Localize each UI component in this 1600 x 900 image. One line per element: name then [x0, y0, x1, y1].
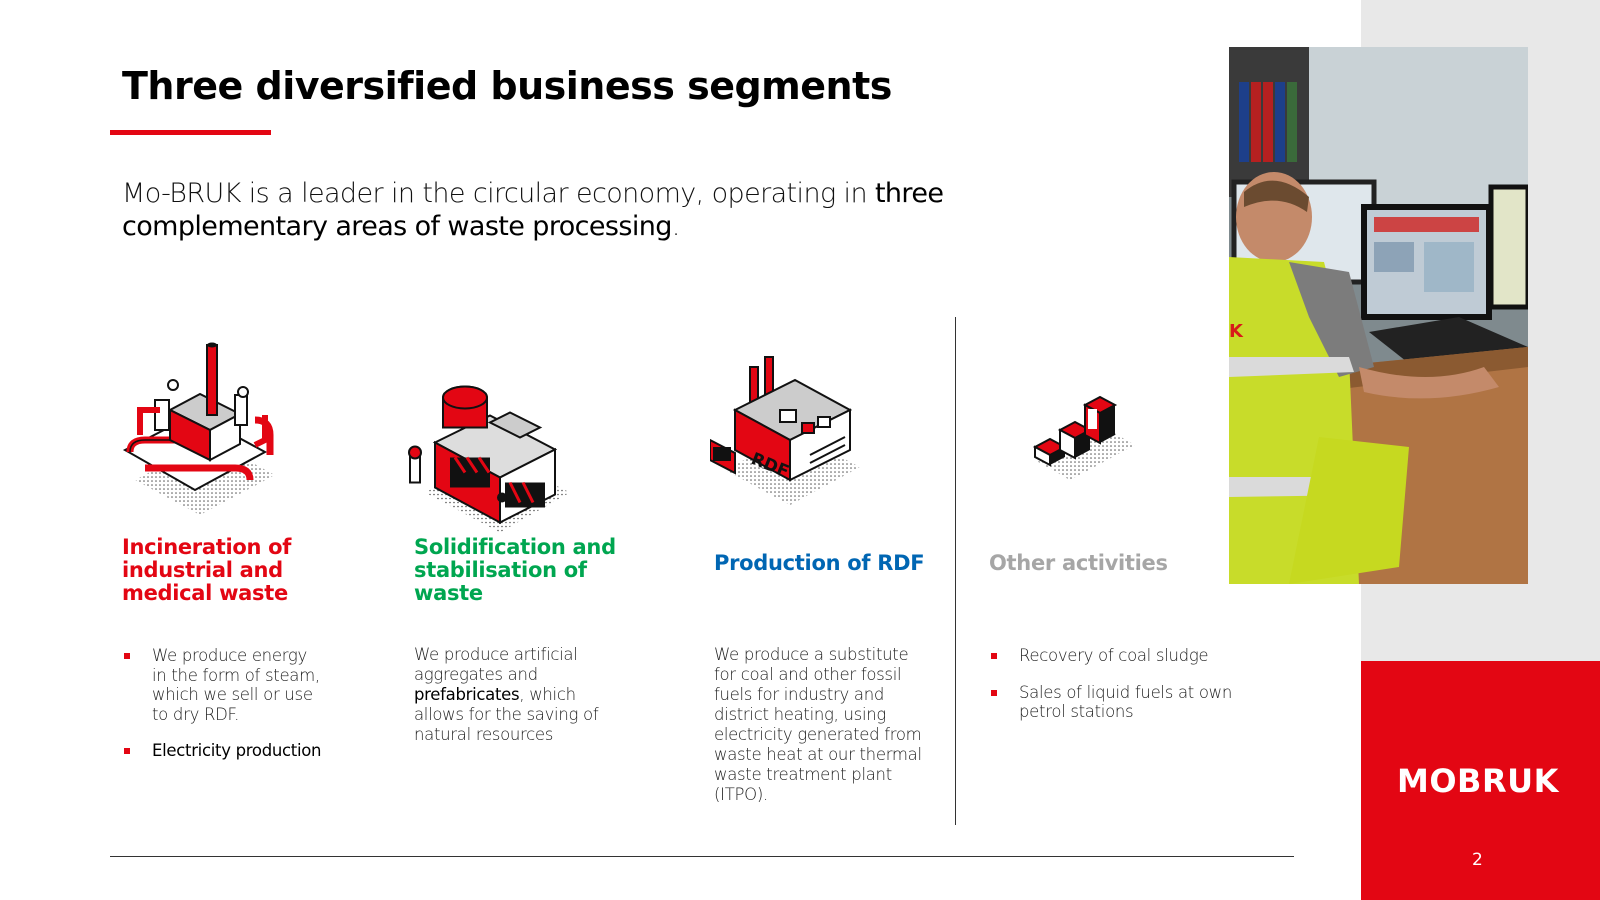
title-underline	[110, 130, 271, 135]
incineration-plant-icon	[115, 340, 285, 525]
segment-text-part: , which allows for the saving of natural…	[414, 685, 599, 744]
segment-title-incineration: Incineration of industrial and medical w…	[122, 535, 292, 605]
vest-logo-text: K	[1229, 321, 1244, 342]
vertical-divider	[955, 317, 956, 825]
page-title: Three diversified business segments	[122, 64, 892, 108]
segment-title-other: Other activities	[989, 551, 1168, 575]
intro-highlight: three complementary areas of waste proce…	[122, 178, 944, 242]
segment-text-part: We produce artificial aggregates and	[414, 645, 578, 684]
segment-bullets-other: Recovery of coal sludge Sales of liquid …	[989, 646, 1249, 739]
segment-incineration	[115, 340, 285, 525]
list-item-text: Electricity production	[152, 741, 322, 760]
intro-part2: .	[671, 211, 681, 242]
list-item: Sales of liquid fuels at own petrol stat…	[989, 683, 1249, 722]
side-panel-red	[1361, 661, 1600, 900]
segment-text-rdf: We produce a substitute for coal and oth…	[714, 645, 922, 804]
segment-text-strong: prefabricates	[414, 685, 520, 704]
list-item: We produce energy in the form of steam, …	[122, 646, 322, 724]
list-item: Electricity production	[122, 741, 322, 761]
rdf-factory-icon: RDF	[709, 355, 865, 515]
list-item: Recovery of coal sludge	[989, 646, 1249, 666]
segment-bullets-incineration: We produce energy in the form of steam, …	[122, 646, 322, 778]
segment-rdf: RDF	[709, 355, 865, 515]
segment-title-rdf: Production of RDF	[714, 551, 925, 575]
bottom-divider	[110, 856, 1294, 857]
solidification-plant-icon	[405, 365, 575, 550]
page-number: 2	[1472, 850, 1483, 870]
rising-blocks-icon	[1030, 385, 1140, 485]
control-room-photo: K	[1229, 47, 1528, 584]
mobruk-logo: MOBRUK	[1397, 762, 1559, 800]
intro-part1: Mo-BRUK is a leader in the circular econ…	[122, 178, 875, 209]
segment-solidification	[405, 365, 575, 550]
segment-text-solidification: We produce artificial aggregates and pre…	[414, 645, 614, 745]
intro-text: Mo-BRUK is a leader in the circular econ…	[122, 177, 982, 243]
segment-other	[1030, 385, 1140, 485]
segment-title-solidification: Solidification and stabilisation of wast…	[414, 535, 616, 605]
